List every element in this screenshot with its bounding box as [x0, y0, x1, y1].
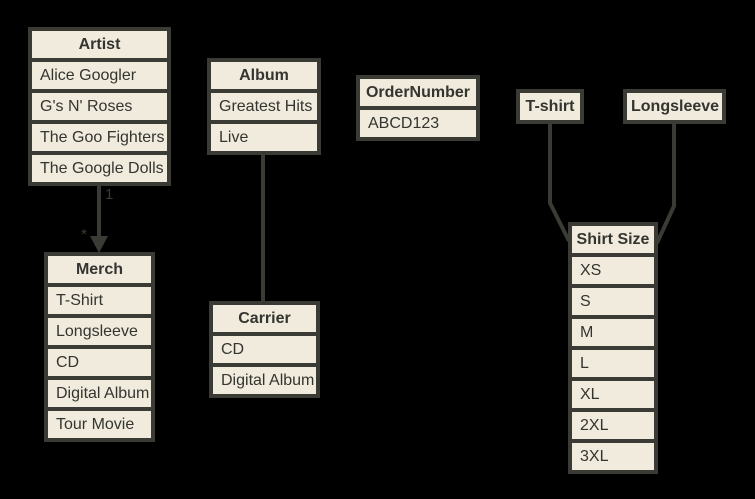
edge-label-cardinality-many: *	[81, 226, 87, 243]
table-row: Alice Googler	[32, 62, 167, 89]
entity-artist: Artist Alice Googler G's N' Roses The Go…	[28, 27, 171, 186]
table-row: L	[572, 350, 654, 377]
edge-tshirt-shirtsize	[548, 122, 571, 242]
table-row: XS	[572, 257, 654, 284]
table-row: XL	[572, 381, 654, 408]
entity-carrier: Carrier CD Digital Album	[209, 301, 320, 398]
entity-carrier-header: Carrier	[213, 305, 316, 332]
table-row: Live	[211, 124, 317, 151]
entity-longsleeve-header: Longsleeve	[627, 93, 722, 120]
table-row: Digital Album	[48, 380, 151, 407]
entity-order-number-header: OrderNumber	[360, 79, 476, 106]
table-row: The Google Dolls	[32, 155, 167, 182]
table-row: The Goo Fighters	[32, 124, 167, 151]
entity-t-shirt-header: T-shirt	[520, 93, 580, 120]
table-row: 2XL	[572, 412, 654, 439]
edge-label-cardinality-one: 1	[105, 186, 114, 203]
entity-shirt-size: Shirt Size XS S M L XL 2XL 3XL	[568, 222, 658, 474]
entity-album: Album Greatest Hits Live	[207, 58, 321, 155]
entity-artist-header: Artist	[32, 31, 167, 58]
table-row: Longsleeve	[48, 318, 151, 345]
table-row: Digital Album	[213, 367, 316, 394]
table-row: M	[572, 319, 654, 346]
table-row: G's N' Roses	[32, 93, 167, 120]
table-row: T-Shirt	[48, 287, 151, 314]
edge-longsleeve-shirtsize	[655, 122, 676, 244]
table-row: Greatest Hits	[211, 93, 317, 120]
entity-t-shirt: T-shirt	[516, 89, 584, 124]
entity-shirt-size-header: Shirt Size	[572, 226, 654, 253]
arrowhead-artist-merch	[90, 236, 108, 253]
table-row: 3XL	[572, 443, 654, 470]
table-row: CD	[213, 336, 316, 363]
table-row: CD	[48, 349, 151, 376]
entity-merch-header: Merch	[48, 256, 151, 283]
entity-order-number: OrderNumber ABCD123	[356, 75, 480, 141]
table-row: S	[572, 288, 654, 315]
table-row: ABCD123	[360, 110, 476, 137]
entity-album-header: Album	[211, 62, 317, 89]
entity-merch: Merch T-Shirt Longsleeve CD Digital Albu…	[44, 252, 155, 442]
table-row: Tour Movie	[48, 411, 151, 438]
entity-longsleeve: Longsleeve	[623, 89, 726, 124]
